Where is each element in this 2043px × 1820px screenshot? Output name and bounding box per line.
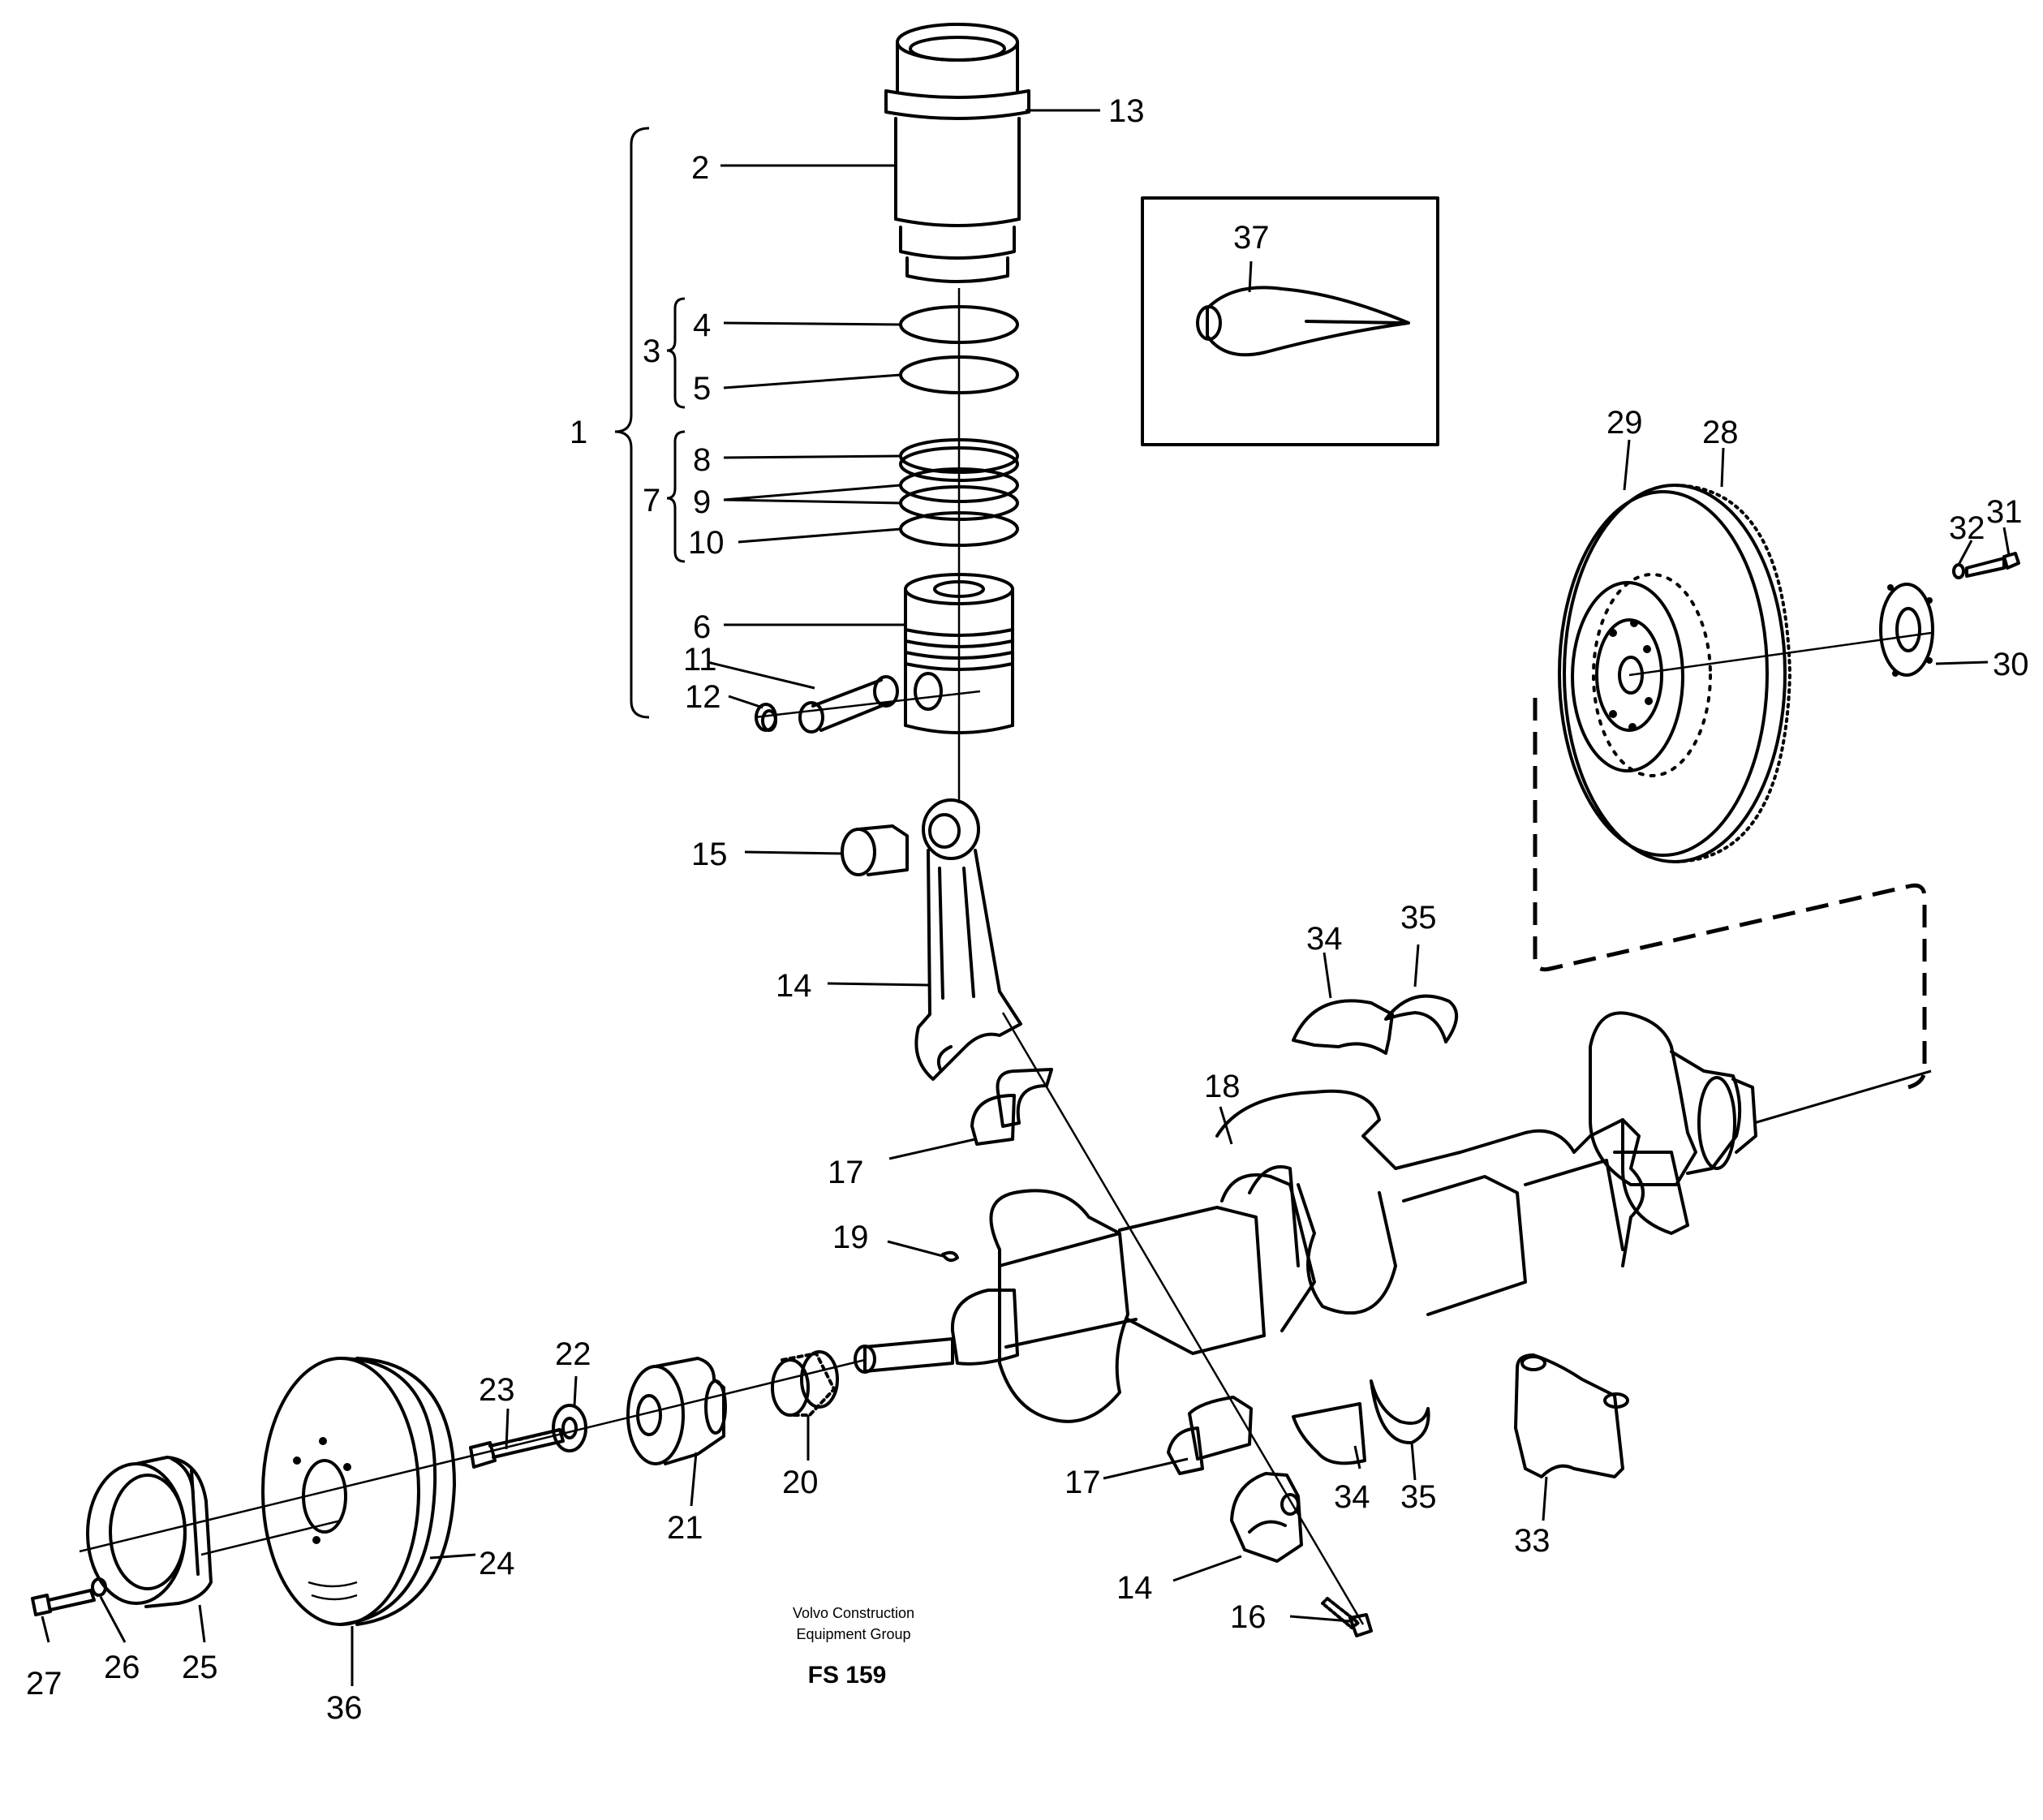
callout-30: 30	[1993, 647, 2029, 682]
brace-group-3	[666, 297, 686, 409]
brace-group-7	[666, 430, 686, 563]
callout-18: 18	[1204, 1069, 1241, 1104]
callout-35: 35	[1400, 900, 1437, 936]
woodruff-key	[941, 1250, 959, 1263]
flywheel-washer	[1952, 563, 1965, 579]
dashed-reference-line	[1533, 698, 1927, 1090]
callout-31: 31	[1986, 494, 2023, 530]
callout-28: 28	[1702, 415, 1739, 450]
publisher-line-1: Volvo Construction	[793, 1605, 914, 1621]
pulley-washer	[91, 1577, 107, 1597]
conrod-bearing-upper	[970, 1068, 1053, 1146]
callout-34: 34	[1306, 921, 1343, 957]
conrod-bolt	[1321, 1597, 1373, 1637]
cylinder-liner	[884, 23, 1030, 283]
conrod-bearing-lower	[1167, 1396, 1253, 1475]
figure-caption: Volvo Construction Equipment Group FS 15…	[793, 1605, 914, 1689]
main-bearing-cap	[1514, 1353, 1629, 1478]
callout-29: 29	[1606, 405, 1643, 441]
callout-8: 8	[693, 442, 711, 478]
hub-bolt	[469, 1428, 565, 1469]
pulley	[261, 1357, 456, 1626]
crankshaft-gear	[771, 1350, 839, 1417]
callout-32: 32	[1949, 510, 1985, 546]
pulley-bolt	[31, 1589, 96, 1616]
main-bearing-shell-lower	[1292, 1402, 1366, 1465]
callout-17-lower: 17	[1065, 1465, 1101, 1500]
callout-23: 23	[479, 1372, 515, 1408]
conrod-cap	[1230, 1472, 1303, 1563]
callout-19: 19	[832, 1220, 869, 1255]
callout-4: 4	[693, 308, 711, 343]
connecting-rod	[914, 798, 1022, 1081]
callout-21: 21	[667, 1510, 703, 1546]
leader-lines	[41, 109, 2011, 1686]
callout-1: 1	[570, 415, 587, 450]
callout-14-lower: 14	[1116, 1570, 1153, 1606]
main-bearing-shell-upper	[1292, 999, 1394, 1055]
callout-13: 13	[1108, 93, 1145, 129]
callout-36: 36	[326, 1690, 363, 1726]
callout-22: 22	[555, 1336, 591, 1372]
callout-17: 17	[828, 1155, 864, 1190]
callout-20: 20	[782, 1465, 819, 1500]
publisher-line-2: Equipment Group	[796, 1626, 910, 1642]
piston-pin-bushing	[841, 824, 909, 876]
thrust-washer-upper	[1384, 994, 1458, 1043]
piston-pin	[798, 675, 899, 734]
brace-group-1	[614, 127, 650, 719]
callout-9: 9	[693, 484, 711, 520]
callout-25: 25	[182, 1650, 218, 1685]
installation-tool	[1196, 286, 1410, 357]
callout-3: 3	[643, 333, 660, 369]
callout-34-lower: 34	[1334, 1479, 1370, 1515]
callout-10: 10	[688, 525, 725, 561]
callout-numbers: 13 2 4 3 5 1 8 7 9 10 6 11 12 37 29 28 3…	[26, 93, 2029, 1726]
inset-detail-box	[1141, 196, 1439, 446]
callout-15: 15	[691, 837, 728, 872]
flywheel	[1558, 484, 1791, 863]
callout-24: 24	[479, 1546, 515, 1581]
thrust-washer-lower	[1370, 1379, 1430, 1445]
callout-6: 6	[693, 609, 711, 645]
lock-plate	[1879, 583, 1934, 677]
callout-5: 5	[693, 371, 711, 407]
piston	[904, 573, 1014, 734]
callout-2: 2	[691, 150, 709, 186]
callout-26: 26	[104, 1650, 140, 1685]
crankshaft	[854, 1011, 1757, 1423]
callout-37: 37	[1233, 220, 1270, 256]
callout-11: 11	[683, 642, 717, 678]
hub-washer	[552, 1404, 587, 1452]
callout-33: 33	[1514, 1523, 1551, 1559]
callout-14: 14	[776, 968, 812, 1004]
flywheel-bolt	[1965, 552, 2020, 578]
callout-7: 7	[643, 483, 660, 518]
figure-code: FS 159	[808, 1662, 887, 1689]
callout-16: 16	[1230, 1599, 1267, 1635]
callout-12: 12	[685, 679, 721, 715]
crankshaft-hub	[626, 1357, 727, 1465]
belt-pulley	[86, 1456, 213, 1608]
callout-35-lower: 35	[1400, 1479, 1437, 1515]
callout-27: 27	[26, 1666, 62, 1702]
